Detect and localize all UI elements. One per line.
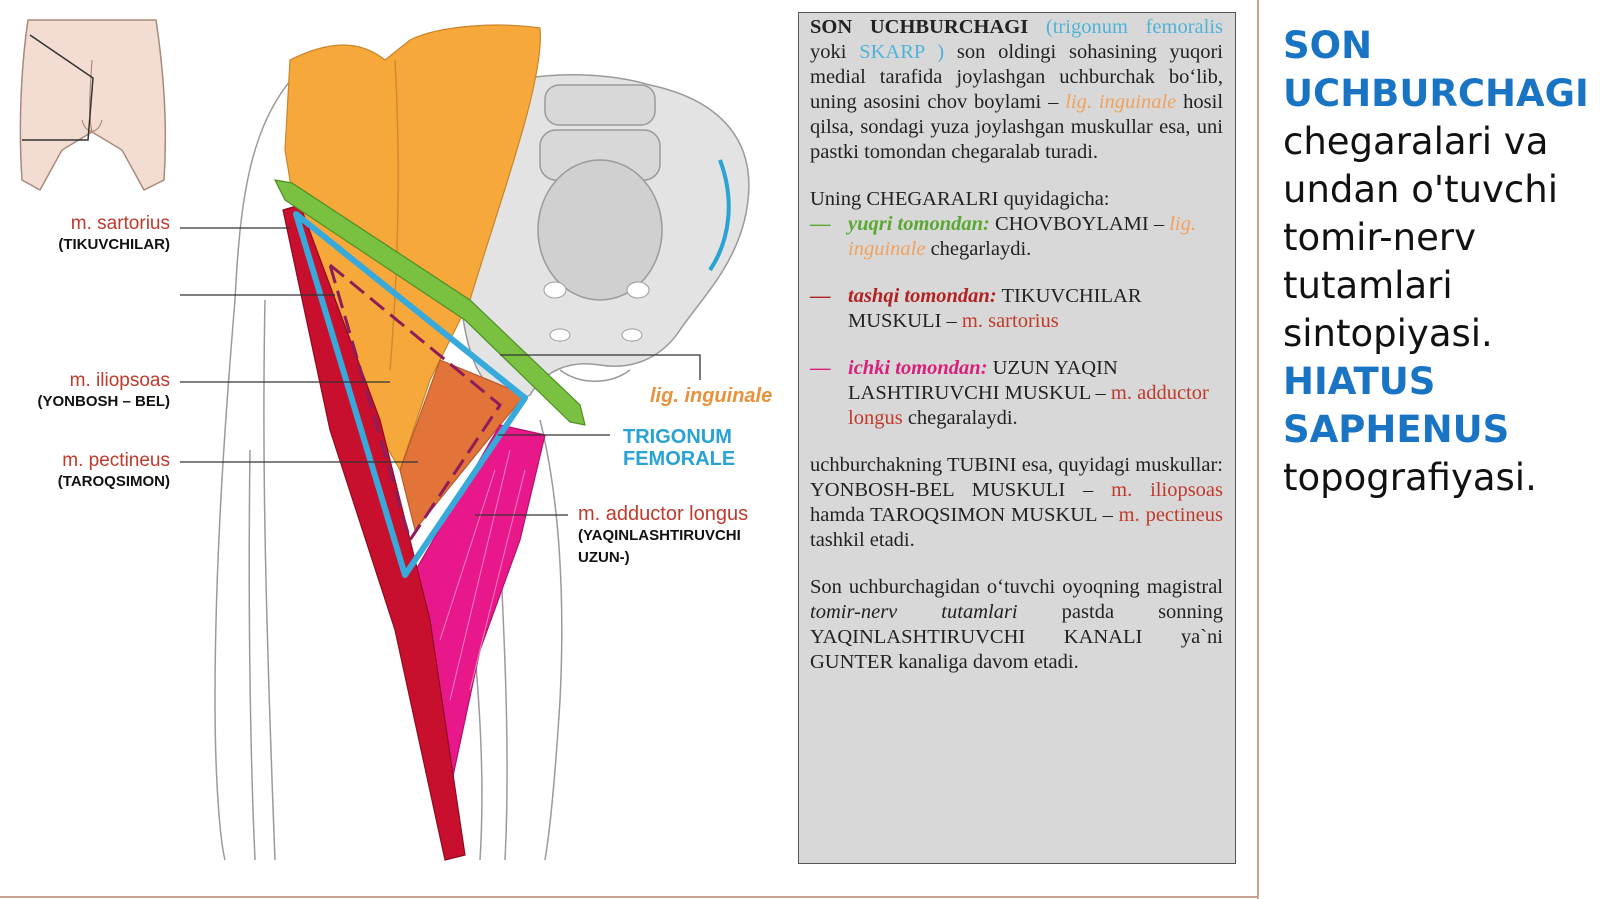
textbox-canal-italic: tomir-nerv tutamlari [810, 601, 1018, 623]
textbox-canal: Son uchburchagidan o‘tuvchi oyoqning mag… [810, 575, 1223, 675]
textbox-floor: uchburchakning TUBINI esa, quyidagi musk… [810, 453, 1223, 553]
label-inguinale: lig. inguinale [650, 385, 773, 407]
leader-lines [180, 227, 701, 516]
boundary-outer-text1: TIKUVCHILAR MUSKULI – [848, 285, 1142, 332]
textbox-floor-latin1: m. iliopsoas [1111, 479, 1223, 501]
label-trigonum-line2: FEMORALE [623, 448, 736, 470]
title-highlight-2a: HIATUS [1283, 360, 1436, 403]
sartorius-muscle [282, 204, 466, 861]
boundary-upper-dash: — [810, 213, 831, 235]
textbox-canal-text1: Son uchburchagidan o‘tuvchi oyoqning mag… [810, 576, 1223, 598]
boundary-upper-text2: chegarlaydi. [930, 238, 1032, 260]
textbox-latin-name: (trigonum femoralis [1045, 16, 1224, 38]
title-highlight-1a: SON [1283, 24, 1373, 67]
textbox-boundaries-heading: Uning CHEGARALRI quyidagicha: [810, 188, 1110, 210]
label-trigonum: TRIGONUM FEMORALE [623, 426, 735, 470]
label-iliopsoas-uzbek: (YONBOSH – BEL) [37, 393, 170, 410]
textbox-title: SON UCHBURCHAGI [810, 16, 1029, 38]
boundary-outer-label: tashqi tomondan: [848, 285, 997, 307]
textbox-canal-text2: pastda sonning YAQINLASHTIRUVCHI KANALI … [810, 601, 1224, 673]
label-sartorius-uzbek: (TIKUVCHILAR) [58, 236, 170, 253]
anatomy-illustration [19, 19, 750, 861]
textbox-floor-text2: hamda TAROQSIMON MUSKUL – [810, 504, 1113, 526]
label-sartorius: m. sartorius (TIKUVCHILAR) [20, 213, 170, 255]
label-trigonum-line1: TRIGONUM [623, 426, 732, 448]
slide-title: SON UCHBURCHAGI chegaralari va undan o't… [1283, 22, 1593, 502]
label-adductor-uzbek-1: (YAQINLASHTIRUVCHI [578, 527, 741, 544]
title-text-5: sintopiyasi. [1283, 312, 1493, 355]
boundary-inner-latin: m. adductor longus [848, 382, 1209, 429]
title-text-6: topografiyasi. [1283, 456, 1537, 499]
boundary-inner-dash: — [810, 357, 831, 379]
label-sartorius-latin: m. sartorius [70, 213, 170, 234]
dashed-inner-triangle [327, 260, 503, 544]
horizontal-divider [0, 896, 1259, 898]
title-highlight-1b: UCHBURCHAGI [1283, 72, 1589, 115]
boundary-inner-text2: chegaralaydi. [907, 407, 1018, 429]
label-iliopsoas-latin: m. iliopsoas [69, 370, 170, 391]
label-adductor: m. adductor longus (YAQINLASHTIRUVCHI UZ… [578, 503, 748, 569]
textbox-intro-text2: hosil qilsa, sondagi yuza joylashgan mus… [810, 91, 1224, 163]
textbox-yoki: yoki [810, 41, 847, 63]
slide-content: m. sartorius (TIKUVCHILAR) m. iliopsoas … [10, 12, 1236, 864]
boundary-outer: — tashqi tomondan: TIKUVCHILAR MUSKULI –… [810, 284, 1223, 334]
inset-body-image [19, 19, 167, 192]
textbox-skarp: SKARP ) [859, 41, 945, 63]
vertical-divider [1257, 0, 1259, 899]
boundary-inner: — ichki tomondan: UZUN YAQIN LASHTIRUVCH… [810, 356, 1223, 431]
boundary-upper-text1: CHOVBOYLAMI – [994, 213, 1165, 235]
pelvis-bone [459, 74, 750, 401]
title-text-3: tomir-nerv [1283, 216, 1476, 259]
textbox-intro-text1: son oldingi sohasining yuqori medial tar… [810, 41, 1223, 113]
description-textbox: SON UCHBURCHAGI (trigonum femoralis yoki… [798, 12, 1236, 864]
title-text-1: chegaralari va [1283, 120, 1549, 163]
boundary-outer-dash: — [810, 285, 831, 307]
boundary-upper: — yuqri tomondan: CHOVBOYLAMI – lig. ing… [810, 212, 1223, 262]
title-text-2: undan o'tuvchi [1283, 168, 1559, 211]
textbox-floor-latin2: m. pectineus [1118, 504, 1223, 526]
textbox-intro: SON UCHBURCHAGI (trigonum femoralis yoki… [810, 15, 1223, 165]
textbox-intro-lig: lig. inguinale [1065, 91, 1177, 113]
boundary-outer-latin: m. sartorius [961, 310, 1059, 332]
trigonum-border [293, 211, 528, 578]
label-iliopsoas: m. iliopsoas (YONBOSH – BEL) [10, 370, 170, 412]
textbox-floor-text3: tashkil etadi. [810, 529, 915, 551]
title-highlight-2b: SAPHENUS [1283, 408, 1510, 451]
boundary-inner-label: ichki tomondan: [848, 357, 988, 379]
boundary-inner-text1: UZUN YAQIN LASHTIRUVCHI MUSKUL – [848, 357, 1118, 404]
label-adductor-latin: m. adductor longus [578, 503, 749, 525]
boundary-upper-latin: lig. inguinale [848, 213, 1196, 260]
boundary-upper-label: yuqri tomondan: [848, 213, 990, 235]
inguinal-ligament [273, 179, 586, 426]
title-text-4: tutamlari [1283, 264, 1453, 307]
label-adductor-uzbek-2: UZUN-) [578, 549, 630, 566]
label-pectineus: m. pectineus (TAROQSIMON) [10, 450, 170, 492]
textbox-floor-text1: uchburchakning TUBINI esa, quyidagi musk… [810, 454, 1223, 501]
label-pectineus-latin: m. pectineus [62, 450, 170, 471]
label-pectineus-uzbek: (TAROQSIMON) [57, 473, 170, 490]
